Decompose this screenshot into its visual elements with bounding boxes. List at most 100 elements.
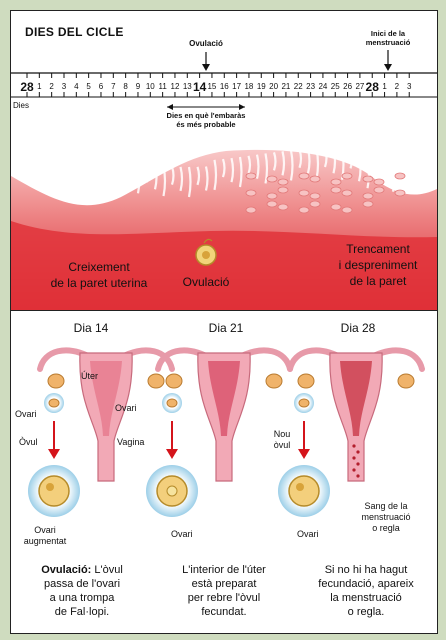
- ovulation-marker-label: Ovulació: [189, 39, 223, 48]
- uterus-day21: [146, 347, 293, 517]
- day28-caption-line2: fecundació, apareix: [318, 578, 414, 590]
- day28-title: Dia 28: [340, 321, 376, 335]
- lining-gland: [255, 154, 260, 179]
- lining-gland: [289, 150, 294, 181]
- lining-gland: [374, 158, 379, 178]
- shedding-tissue: [298, 172, 310, 180]
- day28-blood-label: Sang de la menstruació o regla: [351, 501, 421, 534]
- menstruation-marker-line1: Inici de la: [370, 29, 406, 38]
- lining-gland: [238, 156, 243, 188]
- lining-gland: [196, 166, 201, 186]
- cycle-panel: DIES DEL CICLE Ovulació Inici de la mens…: [10, 10, 438, 312]
- day-label: 3: [62, 82, 67, 91]
- lining-gland: [281, 151, 286, 176]
- lining-gland: [204, 166, 209, 191]
- red-arrow-head: [166, 449, 178, 459]
- shedding-tissue: [266, 175, 278, 183]
- day-label: 6: [99, 82, 104, 91]
- ovulation-arrow: [202, 52, 210, 71]
- fertile-window-line2: és més probable: [176, 120, 236, 129]
- lining-gland: [264, 153, 269, 184]
- day14-caption-line2: passa de l'ovari: [43, 578, 121, 590]
- shedding-tissue: [298, 189, 310, 197]
- stages-panel: Dia 14 Úter Ovari Ovari Òvul Vagina Ovar…: [10, 310, 438, 634]
- lining-gland: [272, 151, 277, 171]
- day-label: 21: [281, 82, 290, 91]
- shedding-tissue: [394, 189, 406, 197]
- stage-breakdown-line2: i despreniment: [338, 258, 418, 272]
- day-label: 2: [49, 82, 54, 91]
- day-label: 26: [343, 82, 352, 91]
- blood-drop: [356, 462, 360, 466]
- shedding-tissue: [309, 192, 321, 200]
- day-label: 9: [136, 82, 141, 91]
- uterus-day28: [278, 347, 425, 517]
- lining-gland: [383, 160, 388, 185]
- day28-blood-line1: Sang de la: [364, 501, 408, 511]
- day-label: 15: [207, 82, 216, 91]
- shedding-tissue: [277, 186, 289, 194]
- day28-caption-line3: la menstruació: [330, 592, 402, 604]
- day21-zoom-label: Ovari: [171, 529, 193, 539]
- lining-glands: [119, 148, 406, 214]
- shedding-tissue: [245, 172, 257, 180]
- day28-new-ovum-label: Nou òvul: [267, 429, 297, 451]
- shedding-tissue: [277, 203, 289, 211]
- day14-caption-line3: a una trompa: [49, 592, 115, 604]
- shedding-tissue: [277, 178, 289, 186]
- ovary: [397, 373, 415, 389]
- lining-gland: [221, 158, 226, 178]
- day-label: 22: [294, 82, 303, 91]
- lining-gland: [213, 159, 218, 191]
- fertile-window-label: Dies en què l'embaràs és més probable: [151, 111, 261, 129]
- days-label: Dies: [13, 101, 30, 110]
- day14-zoom-line2: augmentat: [23, 536, 67, 546]
- day21-caption-line4: fecundat.: [201, 606, 247, 618]
- day-label: 5: [86, 82, 91, 91]
- day14-caption-line4: de Fal·lopi.: [54, 606, 110, 618]
- menstruation-arrow: [384, 50, 392, 71]
- lining-gland: [247, 155, 252, 175]
- stage-growth-line2: de la paret uterina: [50, 276, 148, 290]
- day-label: 11: [158, 82, 167, 91]
- blood-drop: [352, 456, 356, 460]
- ovary-small: [166, 398, 178, 408]
- ovary: [297, 373, 315, 389]
- shedding-tissue: [373, 186, 385, 194]
- blood-drop: [352, 468, 356, 472]
- day-label: 2: [395, 82, 400, 91]
- day-label: 28: [20, 80, 34, 94]
- day14-ovary-right-label: Ovari: [115, 403, 137, 413]
- day-label: 25: [331, 82, 340, 91]
- blood-drop: [356, 474, 360, 478]
- lining-gland: [298, 149, 303, 169]
- ovary: [147, 373, 165, 389]
- day-label: 19: [257, 82, 266, 91]
- stage-breakdown-line1: Trencament: [346, 242, 410, 256]
- lining-gland: [187, 166, 192, 198]
- shedding-tissue: [266, 200, 278, 208]
- day14-title: Dia 14: [73, 321, 109, 335]
- lining-gland: [230, 157, 235, 183]
- day-label: 4: [74, 82, 79, 91]
- day-label: 14: [193, 80, 207, 94]
- day14-vagina-label: Vagina: [117, 437, 145, 447]
- stage-breakdown-line3: de la paret: [349, 274, 407, 288]
- day21-caption-line2: està preparat: [191, 578, 257, 590]
- lining-blood-base: [11, 221, 437, 311]
- day-label: 3: [407, 82, 412, 91]
- shedding-tissue: [362, 200, 374, 208]
- ovary-small: [48, 398, 60, 408]
- day28-zoom-label: Ovari: [297, 529, 319, 539]
- fertile-window-line1: Dies en què l'embaràs: [166, 111, 246, 120]
- day28-caption: Si no hi ha hagut fecundació, apareix la…: [295, 563, 437, 619]
- ovary: [47, 373, 65, 389]
- blood-drop: [356, 450, 360, 454]
- menstruation-marker-line2: menstruació: [365, 38, 411, 47]
- day21-caption: L'interior de l'úter està preparat per r…: [153, 563, 295, 619]
- lining-gland: [179, 166, 184, 192]
- shedding-tissue: [330, 203, 342, 211]
- shedding-tissue: [341, 172, 353, 180]
- menstruation-marker-label: Inici de la menstruació: [358, 29, 418, 47]
